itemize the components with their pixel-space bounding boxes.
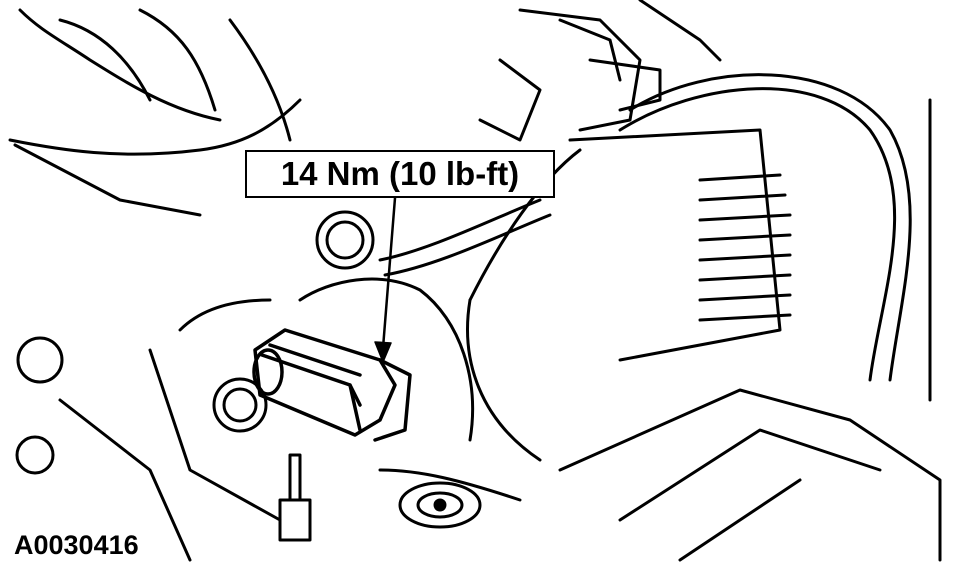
- upper-left-housing: [8, 8, 302, 217]
- leader-arrow: [374, 196, 397, 363]
- torque-callout: 14 Nm (10 lb-ft): [245, 150, 555, 198]
- sensor: [252, 328, 412, 442]
- mounting-boss: [58, 277, 522, 562]
- top-connector: [478, 0, 722, 142]
- stud: [278, 453, 312, 542]
- left-bolt: [15, 336, 64, 475]
- lower-right-housing: [558, 98, 942, 562]
- wiring-harness: [378, 73, 912, 382]
- middle-bolt: [212, 377, 268, 433]
- lower-bolt: [398, 481, 482, 529]
- figure-id-label: A0030416: [14, 530, 139, 560]
- upper-bolt: [315, 210, 375, 270]
- ribbed-belt: [466, 128, 792, 462]
